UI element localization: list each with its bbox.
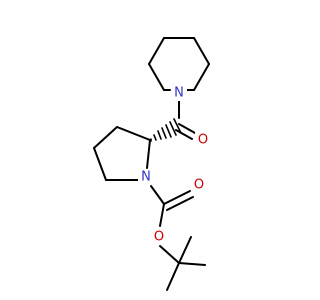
bond xyxy=(159,245,180,264)
bond xyxy=(93,147,107,181)
atom-label-n-pyrrolidine: N xyxy=(138,169,154,185)
atom-symbol: O xyxy=(154,230,164,245)
bond xyxy=(116,126,151,141)
piperidine-ring xyxy=(148,37,210,91)
bond xyxy=(178,123,196,134)
atom-symbol: N xyxy=(174,86,184,101)
bond xyxy=(163,190,191,205)
atom-label-o-ester: O xyxy=(151,229,167,245)
bond xyxy=(159,203,165,227)
atom-symbol: O xyxy=(194,178,204,193)
atom-symbol: N xyxy=(141,170,151,185)
bond xyxy=(148,63,165,91)
bond xyxy=(150,185,165,205)
bond xyxy=(193,63,210,91)
pyrrolidine-ring xyxy=(93,126,151,181)
bond xyxy=(193,37,210,65)
atom-label-o-carbonyl-amide: O xyxy=(195,131,211,148)
bond xyxy=(175,129,193,140)
bond xyxy=(166,262,180,291)
bond xyxy=(146,139,151,169)
bond xyxy=(178,262,206,266)
bond xyxy=(166,196,194,211)
atom-symbol: O xyxy=(198,133,208,148)
structure-diagram: N O N O O xyxy=(93,37,211,291)
bond xyxy=(93,126,118,149)
bond xyxy=(148,37,165,65)
atom-label-o-carbonyl-ester: O xyxy=(191,176,207,193)
atom-label-n-piperidine: N xyxy=(171,85,187,101)
bond xyxy=(178,236,192,264)
